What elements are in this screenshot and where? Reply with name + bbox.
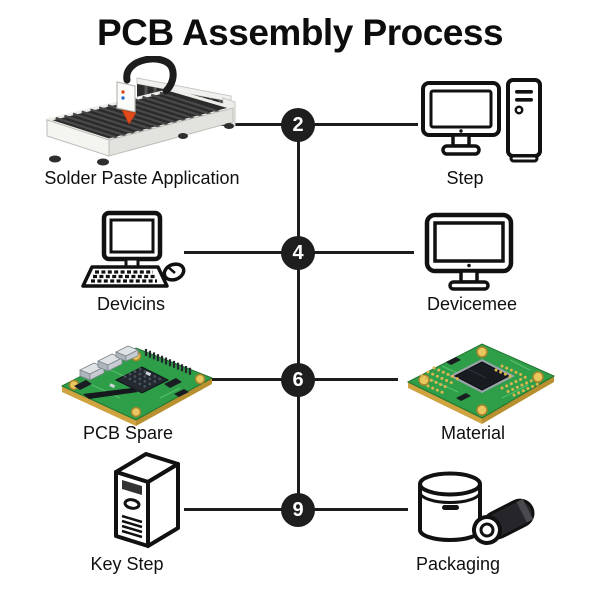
label-pcb-spare: PCB Spare [82,423,174,443]
row1-connector-line [212,123,418,126]
page-title: PCB Assembly Process [96,12,504,53]
timeline-vertical-line [297,125,300,511]
label-devicins: Devicins [96,294,166,314]
label-devicemee: Devicemee [426,294,518,314]
pcb-chip-icon [398,328,563,432]
label-key-step: Key Step [90,554,164,574]
step-node-2: 2 [281,108,315,142]
label-material: Material [440,423,506,443]
pcb-board-icon [50,328,222,432]
packaging-icon [412,458,552,554]
monitor-icon [424,212,516,292]
label-solder-paste-application: Solder Paste Application [44,168,240,188]
desktop-computer-icon [420,78,544,166]
step-node-6: 6 [281,363,315,397]
label-step: Step [446,168,484,188]
server-tower-icon [86,446,201,556]
label-packaging: Packaging [415,554,501,574]
computer-workstation-icon [72,210,194,294]
step-node-9: 9 [281,493,315,527]
step-node-4: 4 [281,236,315,270]
solder-paste-machine-icon [33,56,238,168]
